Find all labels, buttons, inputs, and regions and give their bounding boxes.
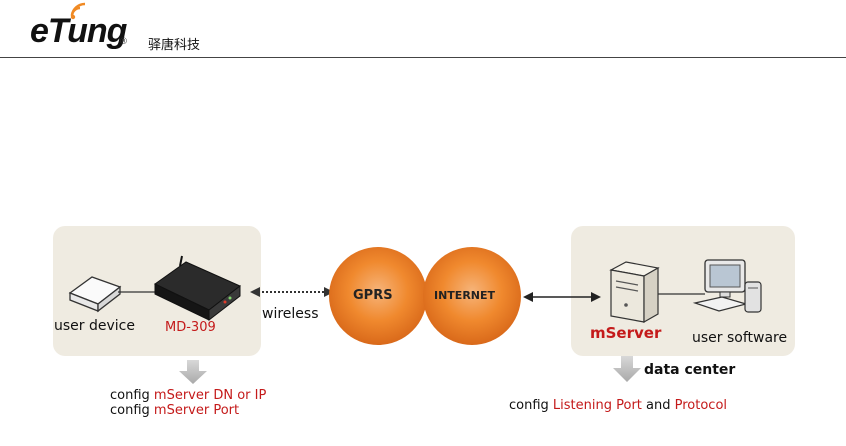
config-prefix: config <box>110 403 154 418</box>
left-config-line2: config mServer Port <box>110 403 239 418</box>
internet-cloud-label: INTERNET <box>434 289 495 302</box>
config-listening-port: Listening Port <box>553 398 642 413</box>
config-server-dn: mServer DN or IP <box>154 388 266 403</box>
user-device-label: user device <box>54 318 135 334</box>
wireless-label: wireless <box>262 306 319 322</box>
config-protocol: Protocol <box>675 398 727 413</box>
data-center-label: data center <box>644 362 735 378</box>
config-prefix: config <box>110 388 154 403</box>
user-software-label: user software <box>692 330 787 346</box>
gprs-cloud-label: GPRS <box>353 288 393 303</box>
left-config-line1: config mServer DN or IP <box>110 388 266 403</box>
config-server-port: mServer Port <box>154 403 239 418</box>
right-down-arrow <box>613 356 641 382</box>
device-model-label: MD-309 <box>165 320 216 335</box>
config-prefix: config <box>509 398 553 413</box>
server-tower-icon <box>611 262 658 322</box>
wireless-link-arrow <box>250 287 334 297</box>
server-label: mServer <box>590 324 661 342</box>
right-config-line: config Listening Port and Protocol <box>509 398 727 413</box>
left-down-arrow <box>179 360 207 384</box>
config-and: and <box>642 398 675 413</box>
